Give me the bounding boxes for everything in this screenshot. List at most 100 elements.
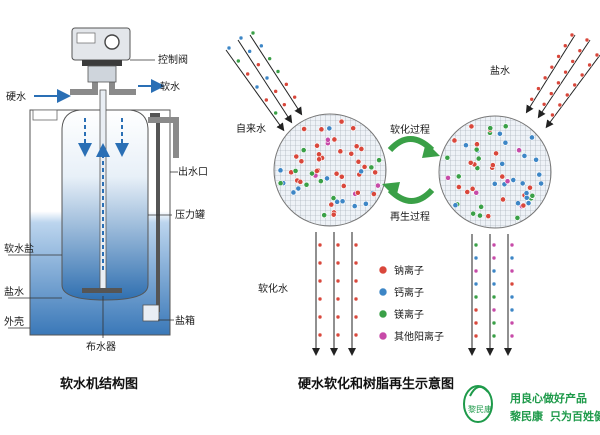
inlet-pipe bbox=[70, 80, 98, 95]
legend-label: 其他阳离子 bbox=[394, 330, 444, 343]
label-outlet: 出水口 bbox=[178, 165, 208, 178]
ion bbox=[372, 169, 379, 176]
ion bbox=[485, 213, 492, 220]
ion bbox=[358, 168, 365, 175]
stream-ion bbox=[317, 278, 323, 284]
stream-ion bbox=[473, 320, 479, 326]
ion bbox=[469, 185, 476, 192]
ion bbox=[525, 200, 532, 207]
brine-stream-arrow bbox=[525, 34, 576, 114]
stream-ion bbox=[282, 102, 287, 107]
stream-ion bbox=[491, 242, 497, 248]
stream-ion bbox=[335, 242, 341, 248]
ion bbox=[533, 156, 539, 163]
stream-ion bbox=[264, 97, 269, 103]
ion bbox=[478, 203, 485, 210]
ion bbox=[529, 192, 536, 199]
stream-ion bbox=[587, 62, 592, 68]
ion bbox=[468, 123, 475, 130]
ion bbox=[324, 136, 331, 143]
label-soft-water: 软水 bbox=[160, 80, 180, 93]
stream-ion bbox=[245, 71, 250, 77]
ion bbox=[318, 126, 325, 133]
stream-ion bbox=[570, 59, 576, 64]
label-regeneration: 再生过程 bbox=[390, 210, 430, 223]
ion bbox=[470, 210, 477, 217]
stream-ion bbox=[353, 278, 359, 284]
ion bbox=[316, 156, 323, 163]
stream-ion bbox=[317, 296, 323, 302]
ion bbox=[326, 125, 333, 132]
ion bbox=[354, 189, 361, 196]
ion bbox=[297, 178, 304, 185]
legend-swatch bbox=[378, 287, 388, 297]
ion bbox=[330, 195, 337, 201]
stream-ion bbox=[238, 35, 244, 41]
ion bbox=[444, 154, 451, 161]
ion bbox=[350, 125, 357, 132]
ion bbox=[464, 189, 471, 195]
legend-label: 钙离子 bbox=[394, 286, 424, 299]
ion bbox=[330, 211, 337, 218]
ion bbox=[348, 150, 355, 157]
ion bbox=[451, 137, 458, 144]
stream-ion bbox=[491, 307, 497, 313]
stream-ion bbox=[353, 314, 359, 320]
brand-name: 黎民康 bbox=[510, 409, 544, 423]
ion bbox=[519, 180, 526, 187]
ion bbox=[295, 185, 302, 192]
stream-ion bbox=[491, 255, 497, 261]
ion bbox=[333, 170, 340, 177]
water-distributor bbox=[82, 288, 122, 293]
stream-ion bbox=[562, 43, 568, 49]
legend-swatch bbox=[378, 331, 388, 341]
stream-ion bbox=[536, 86, 541, 91]
brine-valve bbox=[142, 304, 160, 322]
ion bbox=[493, 150, 499, 157]
stream-ion bbox=[267, 56, 272, 61]
stream-ion bbox=[549, 64, 555, 70]
cycle-arrowhead-right-icon bbox=[422, 142, 440, 158]
stream-ion bbox=[236, 58, 241, 64]
brand-slogan-1: 用良心做好产品 bbox=[510, 391, 587, 405]
brand-logo-icon bbox=[463, 385, 493, 423]
ion bbox=[500, 196, 506, 203]
label-distributor: 布水器 bbox=[86, 341, 116, 353]
ion bbox=[475, 155, 482, 162]
ion bbox=[514, 214, 521, 221]
ion bbox=[338, 173, 345, 180]
brand-logo-text: 黎民康 bbox=[468, 404, 492, 414]
stream-ion bbox=[292, 94, 297, 100]
stream-ion bbox=[273, 110, 278, 116]
ion bbox=[489, 162, 496, 169]
stream-ion bbox=[317, 260, 323, 266]
brand-slogan-2: 只为百姓健康! bbox=[550, 409, 600, 423]
stream-ion bbox=[335, 278, 341, 284]
stream-ion bbox=[259, 43, 264, 49]
tap-water-stream-arrow bbox=[225, 49, 285, 132]
ion bbox=[463, 142, 469, 149]
ion bbox=[324, 175, 330, 182]
ion bbox=[536, 171, 543, 178]
stream-ion bbox=[473, 294, 479, 300]
ion bbox=[455, 173, 462, 180]
ion bbox=[362, 200, 369, 207]
ion bbox=[303, 181, 310, 188]
stream-ion bbox=[491, 333, 497, 339]
ion bbox=[334, 198, 340, 205]
ion bbox=[313, 168, 320, 174]
ion bbox=[491, 180, 498, 187]
stream-ion bbox=[284, 82, 289, 87]
stream-ion bbox=[509, 333, 515, 339]
label-hard-water: 硬水 bbox=[6, 91, 26, 103]
stream-ion bbox=[548, 91, 554, 96]
stream-ion bbox=[563, 69, 568, 75]
ion bbox=[339, 198, 346, 205]
ion bbox=[331, 136, 338, 143]
ion bbox=[300, 147, 307, 154]
stream-ion bbox=[273, 89, 278, 94]
ion bbox=[521, 152, 528, 159]
ion bbox=[452, 202, 459, 209]
